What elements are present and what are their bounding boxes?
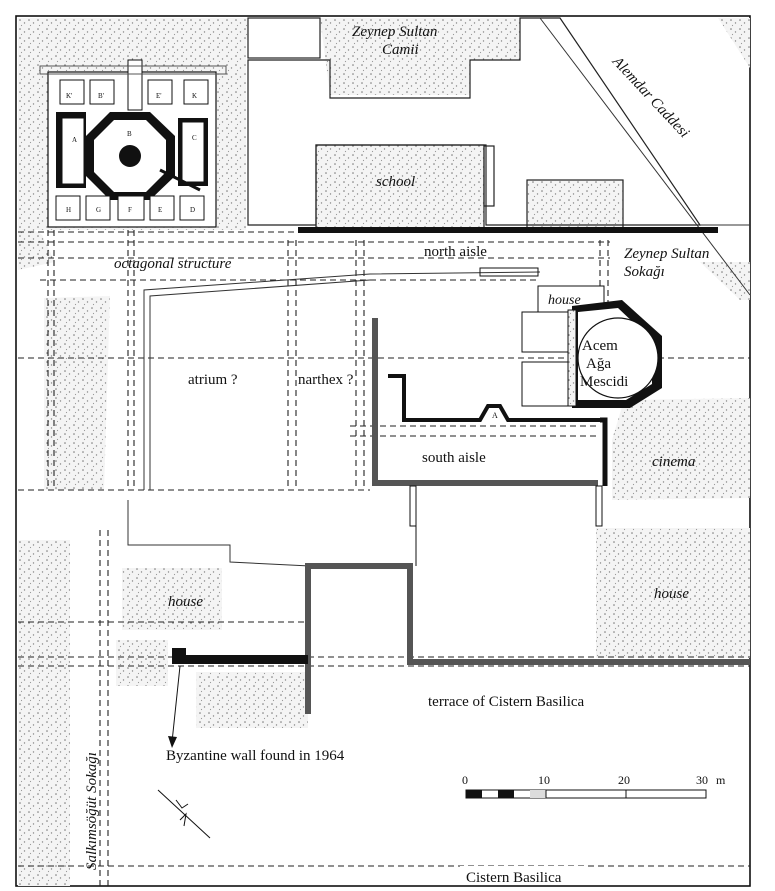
label-acem-line2: Ağa <box>586 356 611 372</box>
label-zeynep-sultan-sokagi-line1: Zeynep Sultan <box>624 246 709 262</box>
label-zeynep-sultan-sokagi-line2: Sokağı <box>624 264 665 280</box>
room-label: E' <box>156 92 162 100</box>
room-label: F <box>128 206 132 214</box>
label-house-left: house <box>168 594 203 610</box>
label-byzantine-wall: Byzantine wall found in 1964 <box>166 748 345 764</box>
label-north-aisle: north aisle <box>424 244 487 260</box>
room-label: H <box>66 206 71 214</box>
terrace-walls <box>305 500 750 714</box>
atrium-outline <box>127 271 541 567</box>
label-cistern-basilica: Cistern Basilica <box>466 870 562 886</box>
acem-aga-mescidi <box>567 300 662 408</box>
svg-text:A: A <box>492 411 498 420</box>
scale-tick-0: 0 <box>462 773 468 787</box>
room-label: A <box>72 136 77 144</box>
scale-tick-20: 20 <box>618 773 630 787</box>
label-house-right: house <box>654 586 689 602</box>
room-letters: A B C D E F G H K E' B' K' <box>66 92 197 214</box>
label-cinema: cinema <box>652 454 695 470</box>
north-aisle-wall <box>298 227 718 233</box>
label-atrium: atrium ? <box>188 372 238 388</box>
room-label: B <box>127 130 132 138</box>
room-label: K <box>192 92 197 100</box>
label-octagonal-structure: octagonal structure <box>114 256 232 272</box>
label-school: school <box>376 174 415 190</box>
scale-unit: m <box>716 773 726 787</box>
label-acem-line1: Acem <box>582 338 618 354</box>
label-zeynep-sultan-camii-line1: Zeynep Sultan <box>352 24 437 40</box>
room-label: D <box>190 206 195 214</box>
south-aisle-structure: A <box>372 318 608 527</box>
room-label: K' <box>66 92 72 100</box>
octagonal-complex <box>39 59 227 228</box>
scale-tick-10: 10 <box>538 773 550 787</box>
label-south-aisle: south aisle <box>422 450 486 466</box>
label-narthex: narthex ? <box>298 372 354 388</box>
room-label: B' <box>98 92 104 100</box>
north-arrow-icon <box>157 789 211 839</box>
label-house-top: house <box>548 293 581 308</box>
label-zeynep-sultan-camii-line2: Camii <box>382 42 419 58</box>
label-acem-line3: Mescidi <box>580 374 628 390</box>
room-label: E <box>158 206 162 214</box>
label-salkimsogut-sokagi: Salkımsöğüt Sokağı <box>84 752 100 870</box>
label-terrace-cistern-basilica: terrace of Cistern Basilica <box>428 694 585 710</box>
scale-tick-30: 30 <box>696 773 708 787</box>
scale-bar: 0 10 20 30 m <box>462 773 726 799</box>
byzantine-wall <box>168 648 308 748</box>
room-label: C <box>192 134 197 142</box>
label-alemdar-caddesi: Alemdar Caddesi <box>608 53 692 141</box>
room-label: G <box>96 206 101 214</box>
